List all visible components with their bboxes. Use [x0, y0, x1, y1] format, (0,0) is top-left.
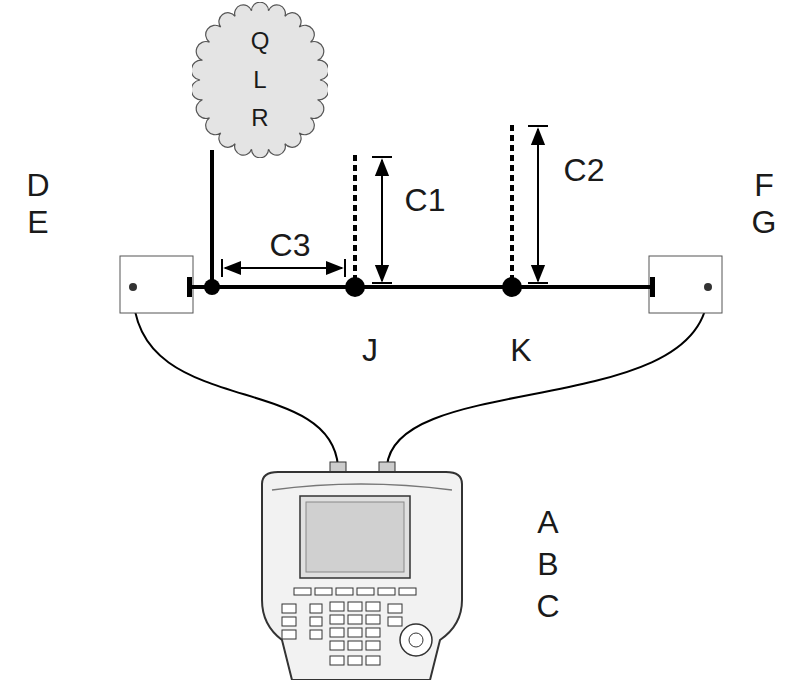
connector [704, 283, 712, 291]
label: F [754, 169, 774, 201]
label: E [27, 206, 48, 238]
label: C3 [270, 229, 311, 261]
cloud-node: Q L R [192, 2, 328, 158]
dimension-tick [372, 282, 392, 284]
label: K [510, 334, 531, 366]
fixture-right [649, 256, 722, 313]
dimension-arrow [225, 267, 342, 269]
dimension-tick [528, 282, 548, 284]
junction-dot [502, 277, 522, 297]
dimension-arrow [537, 129, 539, 281]
label: J [362, 334, 378, 366]
label: C2 [564, 154, 605, 186]
fixture-left [120, 256, 193, 313]
dimension-tick [344, 259, 346, 277]
label: G [752, 206, 777, 238]
label: C1 [405, 184, 446, 216]
dimension-tick [528, 125, 548, 127]
junction-dot [345, 277, 365, 297]
stub [510, 125, 514, 280]
test-cable [387, 290, 708, 466]
dimension-tick [221, 259, 223, 277]
label: B [537, 548, 558, 580]
label: A [537, 506, 558, 538]
tap-line [210, 150, 214, 287]
label: D [26, 169, 49, 201]
test-cable [133, 290, 338, 466]
connector [129, 283, 137, 291]
junction-dot [204, 279, 220, 295]
stub [353, 155, 357, 280]
dimension-arrow [381, 160, 383, 281]
handheld-analyzer [262, 462, 462, 680]
cloud-text: Q L R [249, 22, 271, 137]
transmission-line [190, 285, 652, 289]
label: C [536, 590, 559, 622]
dimension-tick [372, 156, 392, 158]
